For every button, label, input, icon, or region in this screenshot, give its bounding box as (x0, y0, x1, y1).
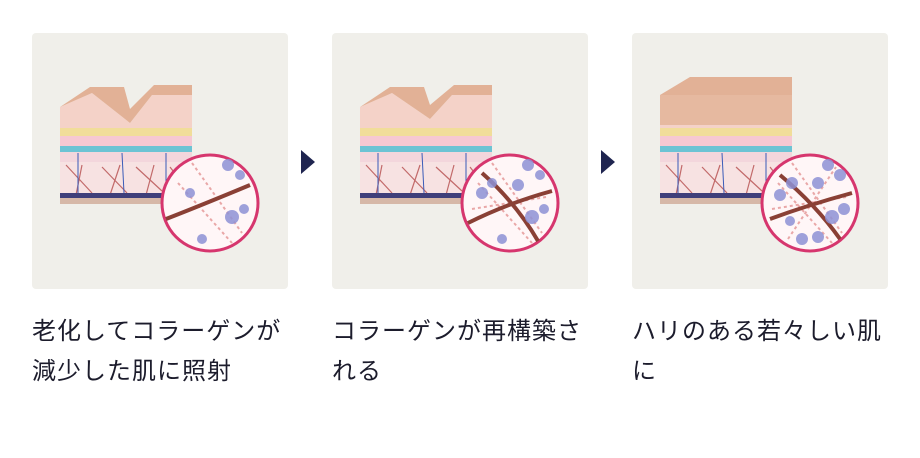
step-collagen-rebuild: コラーゲンが再構築される (332, 33, 588, 391)
step-caption: ハリのある若々しい肌に (632, 317, 882, 385)
skin-cross-section-firm (660, 77, 860, 253)
next-step-arrow-icon (301, 150, 315, 174)
step-aged-skin: 老化してコラーゲンが減少した肌に照射 (32, 33, 288, 391)
step-firm-skin: ハリのある若々しい肌に (632, 33, 888, 391)
next-step-arrow-icon (601, 150, 615, 174)
skin-cross-section-rebuild (360, 85, 560, 253)
step-caption: コラーゲンが再構築される (332, 317, 582, 385)
skin-illustration-firm (632, 33, 888, 289)
skin-cross-section-aged (60, 85, 260, 253)
skin-illustration-rebuild (332, 33, 588, 289)
skin-illustration-aged (32, 33, 288, 289)
step-caption: 老化してコラーゲンが減少した肌に照射 (32, 317, 282, 385)
